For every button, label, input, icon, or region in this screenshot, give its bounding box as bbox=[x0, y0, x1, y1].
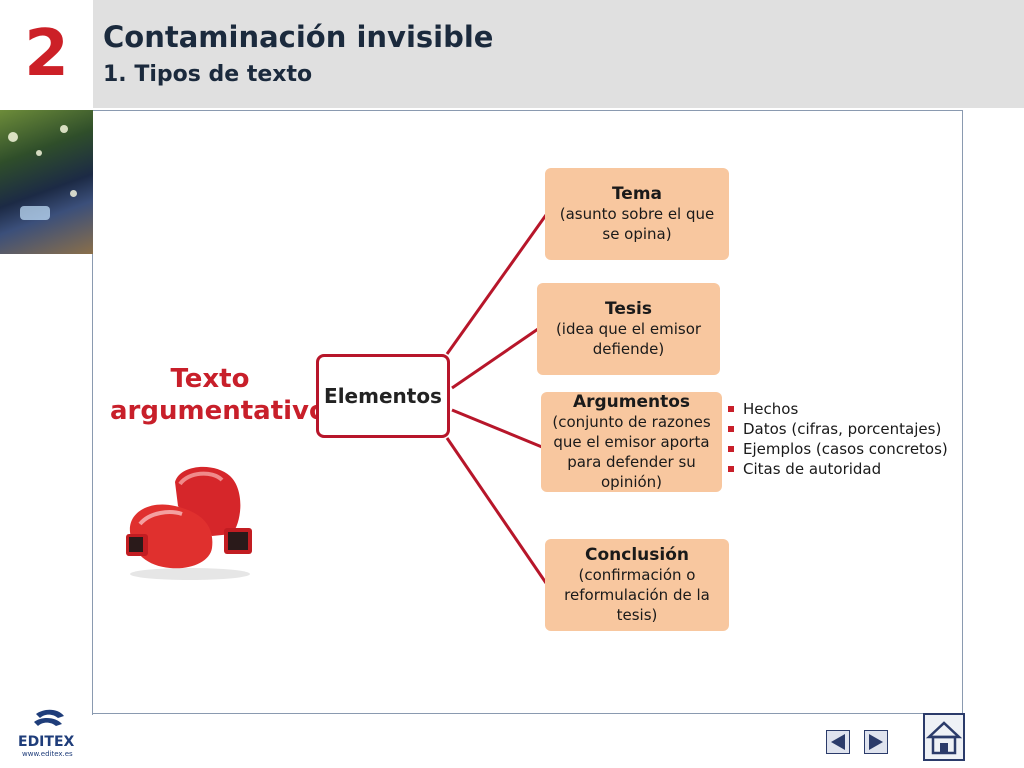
box-conclusion-title: Conclusión bbox=[585, 545, 689, 565]
editex-logo-url: www.editex.es bbox=[22, 750, 73, 758]
content-frame bbox=[93, 110, 963, 714]
box-argumentos-desc: (conjunto de razones que el emisor aport… bbox=[552, 413, 711, 491]
bullet-icon bbox=[728, 426, 734, 432]
bullet-icon bbox=[728, 406, 734, 412]
list-item: Hechos bbox=[728, 399, 948, 419]
list-item: Ejemplos (casos concretos) bbox=[728, 439, 948, 459]
box-argumentos: Argumentos (conjunto de razones que el e… bbox=[541, 392, 722, 492]
bullet-icon bbox=[728, 466, 734, 472]
bullet-icon bbox=[728, 446, 734, 452]
header-bar bbox=[93, 0, 1024, 108]
page-title: Contaminación invisible bbox=[103, 20, 494, 54]
box-tema: Tema (asunto sobre el que se opina) bbox=[545, 168, 729, 260]
connector-argumentos bbox=[451, 408, 543, 449]
list-item: Datos (cifras, porcentajes) bbox=[728, 419, 948, 439]
center-node: Elementos bbox=[316, 354, 450, 438]
box-conclusion: Conclusión (confirmación o reformulación… bbox=[545, 539, 729, 631]
chapter-number: 2 bbox=[24, 17, 69, 91]
page-subtitle: 1. Tipos de texto bbox=[103, 62, 313, 87]
box-tesis-desc: (idea que el emisor defiende) bbox=[555, 320, 702, 358]
next-slide-button[interactable] bbox=[864, 730, 888, 754]
box-tema-title: Tema bbox=[611, 184, 663, 204]
box-argumentos-title: Argumentos bbox=[572, 392, 691, 412]
content-frame-left-edge bbox=[92, 254, 93, 715]
list-item: Citas de autoridad bbox=[728, 459, 948, 479]
editex-logo-text: EDITEX bbox=[18, 734, 75, 750]
box-conclusion-desc: (confirmación o reformulación de la tesi… bbox=[564, 566, 710, 624]
connector-tema bbox=[445, 214, 548, 355]
connector-tesis bbox=[451, 327, 539, 390]
box-tema-desc: (asunto sobre el que se opina) bbox=[559, 205, 715, 243]
home-button[interactable] bbox=[923, 713, 965, 761]
connector-conclusion bbox=[445, 437, 548, 584]
home-icon bbox=[925, 721, 963, 755]
header-photo bbox=[0, 110, 93, 254]
argument-types-list: Hechos Datos (cifras, porcentajes) Ejemp… bbox=[728, 399, 948, 479]
box-tesis-title: Tesis bbox=[605, 299, 652, 319]
box-tesis: Tesis (idea que el emisor defiende) bbox=[537, 283, 720, 375]
triangle-left-icon bbox=[831, 734, 845, 750]
triangle-right-icon bbox=[869, 734, 883, 750]
editex-logo-icon bbox=[34, 709, 64, 726]
main-topic-label: Texto argumentativo bbox=[110, 364, 327, 426]
prev-slide-button[interactable] bbox=[826, 730, 850, 754]
boxing-gloves-icon bbox=[126, 466, 252, 580]
